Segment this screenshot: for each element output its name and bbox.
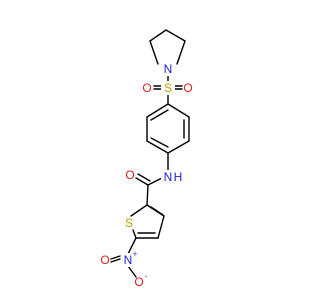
atom-n-nitro: N (124, 253, 133, 267)
pyrrolidine-ring (149, 29, 186, 65)
atom-o-sulfonyl-right: O (183, 81, 192, 95)
atom-n-amide: N (164, 170, 173, 184)
atom-s-sulfonyl: S (164, 81, 172, 95)
atom-s-thiophene: S (125, 216, 133, 230)
nitro-bonds (110, 237, 137, 278)
charge-minus-nitro: - (145, 272, 148, 281)
atom-o-nitro-single: O (134, 275, 143, 289)
molecule-structure: N S O O N H O S N + O O - (100, 29, 193, 289)
atom-n-pyrrolidine: N (164, 62, 173, 76)
atom-o-sulfonyl-left: O (142, 81, 151, 95)
atom-o-nitro-double: O (100, 253, 109, 267)
sulfonyl-bonds (153, 73, 183, 105)
amide-bonds (135, 152, 169, 206)
atom-labels: N S O O N H O S N + O O - (100, 62, 193, 289)
atom-h-amide: H (174, 170, 183, 184)
charge-plus-nitro: + (133, 250, 138, 259)
thiophene-ring (130, 204, 165, 239)
atom-o-carbonyl: O (125, 168, 134, 182)
benzene-ring (146, 103, 190, 154)
molecule-diagram: N S O O N H O S N + O O - (100, 29, 193, 289)
